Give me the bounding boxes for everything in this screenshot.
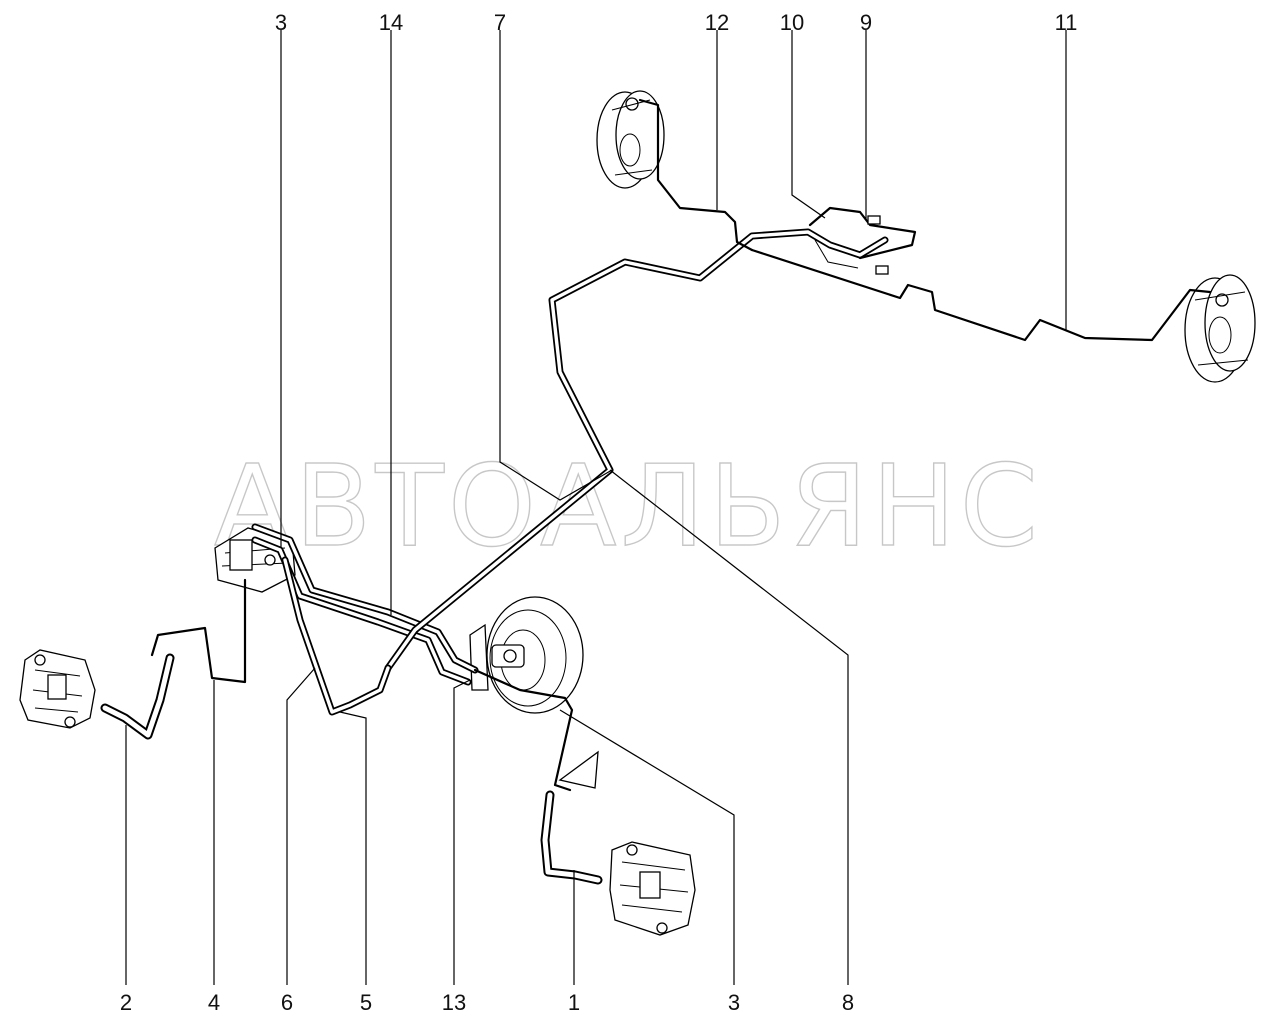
callout-label: 14 (379, 10, 403, 35)
callout-label: 2 (120, 990, 132, 1015)
watermark-text: АВТОАЛЬЯНС (214, 442, 1042, 572)
callout-label: 1 (568, 990, 580, 1015)
rear-left-brake-drum (596, 90, 665, 189)
front-right-brake-line (473, 668, 603, 885)
hydraulic-unit (214, 527, 296, 593)
front-right-caliper (609, 841, 696, 936)
front-left-brake-line (100, 578, 247, 740)
callout-label: 10 (780, 10, 804, 35)
callout-label: 7 (494, 10, 506, 35)
callout-label: 3 (275, 10, 287, 35)
leader-lines (125, 30, 1067, 985)
brake-booster (469, 596, 584, 714)
rear-right-brake-line (638, 98, 1212, 342)
front-left-caliper (19, 649, 96, 729)
rear-right-brake-drum (1184, 274, 1256, 383)
main-brake-lines (251, 228, 889, 716)
callout-label: 13 (442, 990, 466, 1015)
callout-label: 3 (728, 990, 740, 1015)
callout-label: 11 (1055, 10, 1078, 35)
callout-label: 12 (705, 10, 729, 35)
callout-label: 5 (360, 990, 372, 1015)
callout-label: 8 (842, 990, 854, 1015)
callout-label: 9 (860, 10, 872, 35)
callout-label: 6 (281, 990, 293, 1015)
callouts-top: 3 14 7 12 10 9 11 (275, 10, 1078, 35)
callouts-bottom: 2 4 6 5 13 1 3 8 (120, 990, 854, 1015)
callout-label: 4 (208, 990, 220, 1015)
